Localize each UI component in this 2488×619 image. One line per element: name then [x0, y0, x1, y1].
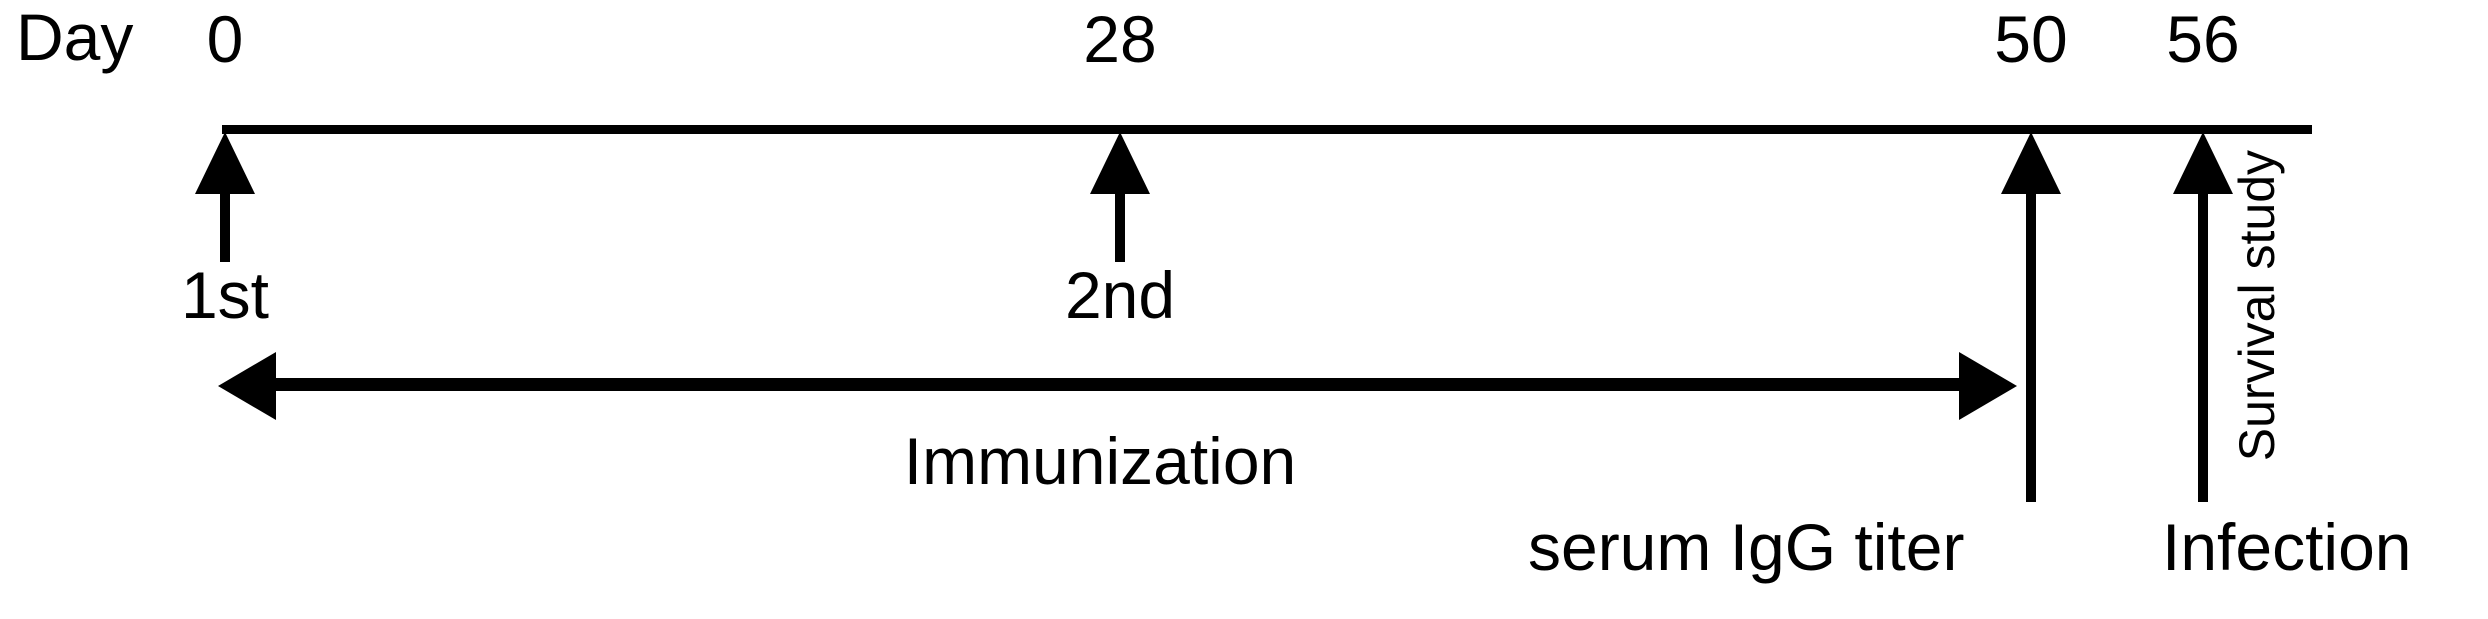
event-label-serum-igg-titer: serum IgG titer	[1528, 510, 1965, 584]
annotation-survival-study: Survival study	[2229, 150, 2285, 462]
arrowhead-up-icon	[2001, 132, 2061, 194]
arrowhead-up-icon	[1090, 132, 1150, 194]
arrowhead-up-icon	[2173, 132, 2233, 194]
arrow-shaft	[1115, 190, 1125, 262]
timeline-axis-line	[222, 125, 2312, 134]
arrow-shaft	[2026, 190, 2036, 502]
immunization-span-label: Immunization	[903, 424, 1297, 498]
event-label-infection: Infection	[2162, 510, 2412, 584]
arrowhead-up-icon	[195, 132, 255, 194]
axis-label-day: Day	[16, 0, 134, 74]
arrow-shaft	[220, 190, 230, 262]
day-tick-label-56: 56	[2166, 2, 2240, 76]
day-tick-label-28: 28	[1083, 2, 1157, 76]
span-arrow-bar	[258, 378, 1977, 391]
dose-label-second: 2nd	[1064, 258, 1176, 332]
arrowhead-right-icon	[1959, 352, 2017, 420]
immunization-span-arrow	[218, 352, 2017, 420]
day-tick-label-50: 50	[1994, 2, 2068, 76]
arrow-shaft	[2198, 190, 2208, 502]
dose-label-first: 1st	[180, 258, 270, 332]
day-tick-label-0: 0	[206, 2, 244, 76]
